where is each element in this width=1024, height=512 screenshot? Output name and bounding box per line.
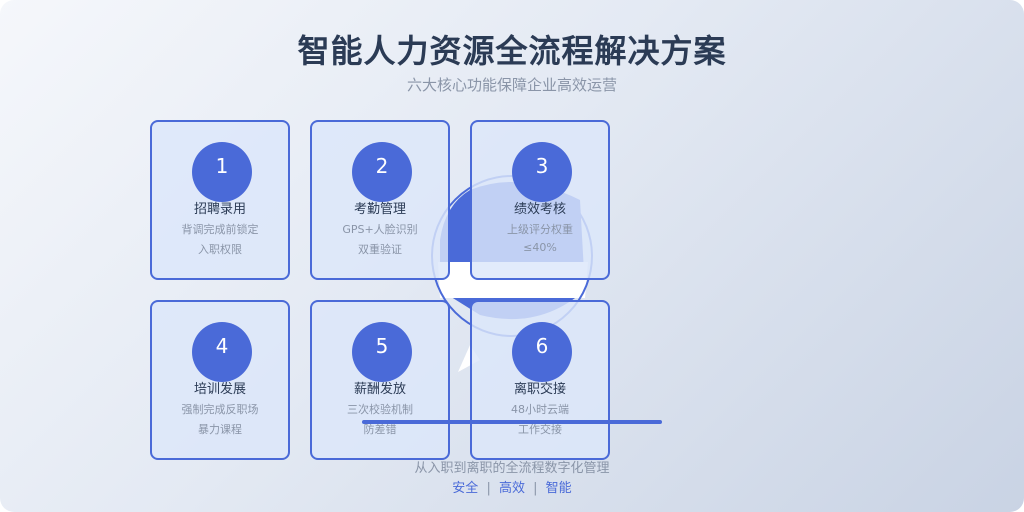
feature-card-offboarding: 6 离职交接 48小时云端 工作交接 xyxy=(470,300,610,460)
card-description-line1: 三次校验机制 xyxy=(347,403,413,416)
card-number-badge: 5 xyxy=(352,322,412,382)
footer-separator: | xyxy=(486,481,491,496)
card-title: 离职交接 xyxy=(513,382,566,397)
accent-divider-line xyxy=(362,420,662,424)
card-description-line2: 工作交接 xyxy=(518,423,562,436)
feature-card-performance: 3 绩效考核 上级评分权重 ≤40% xyxy=(470,120,610,280)
card-description-line2: 防差错 xyxy=(363,423,397,436)
card-number-badge: 1 xyxy=(192,142,252,202)
footer-tags: 安全 | 高效 | 智能 xyxy=(0,477,1024,496)
card-title: 薪酬发放 xyxy=(353,382,406,397)
card-number-badge: 3 xyxy=(512,142,572,202)
card-description-line1: 48小时云端 xyxy=(511,403,569,416)
card-title: 培训发展 xyxy=(193,382,246,397)
card-description-line2: ≤40% xyxy=(523,241,557,254)
feature-card-payroll: 5 薪酬发放 三次校验机制 防差错 xyxy=(310,300,450,460)
page-subtitle: 六大核心功能保障企业高效运营 xyxy=(406,76,617,94)
footer-tag-security: 安全 xyxy=(452,481,479,496)
card-number-badge: 6 xyxy=(512,322,572,382)
card-description-line1: 上级评分权重 xyxy=(507,223,573,236)
page-title: 智能人力资源全流程解决方案 xyxy=(297,32,727,70)
footer-tag-efficiency: 高效 xyxy=(498,481,525,496)
card-title: 招聘录用 xyxy=(193,202,246,217)
feature-card-training: 4 培训发展 强制完成反职场 暴力课程 xyxy=(150,300,290,460)
feature-card-recruitment: 1 招聘录用 背调完成前锁定 入职权限 xyxy=(150,120,290,280)
card-title: 绩效考核 xyxy=(513,202,566,217)
card-title: 考勤管理 xyxy=(353,202,406,217)
card-number-badge: 4 xyxy=(192,322,252,382)
card-description-line2: 双重验证 xyxy=(358,243,402,256)
feature-card-attendance: 2 考勤管理 GPS+人脸识别 双重验证 xyxy=(310,120,450,280)
footer-tag-intelligence: 智能 xyxy=(545,481,572,496)
footer-separator: | xyxy=(533,481,538,496)
footer-text: 从入职到离职的全流程数字化管理 xyxy=(414,461,610,476)
card-description-line1: 背调完成前锁定 xyxy=(181,223,259,236)
card-number-badge: 2 xyxy=(352,142,412,202)
card-description-line1: GPS+人脸识别 xyxy=(342,223,418,236)
card-description-line2: 入职权限 xyxy=(198,243,242,256)
card-description-line1: 强制完成反职场 xyxy=(181,403,259,416)
card-description-line2: 暴力课程 xyxy=(198,423,242,436)
